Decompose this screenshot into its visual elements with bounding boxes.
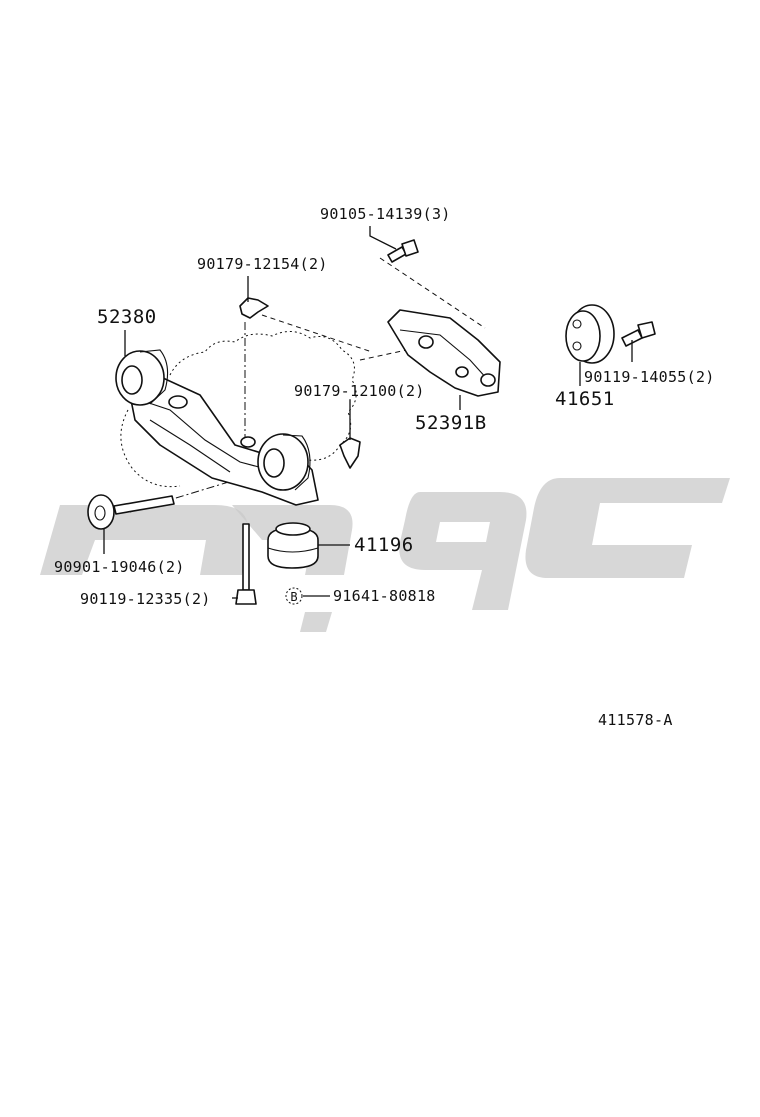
bracket-part [387, 309, 501, 397]
right-bushing-hole [263, 448, 285, 478]
label-part-p5: 52391B [415, 412, 487, 434]
mount-band [267, 547, 319, 553]
label-part-p3: 52380 [97, 306, 157, 328]
engine-outline-lower [120, 409, 181, 488]
watermark-shape-3 [399, 492, 527, 610]
label-part-p2: 90179-12154(2) [197, 255, 328, 273]
assembly-line-2 [261, 314, 373, 353]
damper-hole-1 [572, 319, 582, 329]
bolt-90901-center [94, 505, 106, 521]
left-bushing-sleeve [139, 349, 169, 405]
bolt-90901-shank [113, 495, 175, 515]
bolt-90119-14055-head [637, 321, 656, 339]
damper-face [565, 310, 601, 362]
left-bushing-hole [121, 365, 143, 395]
bolt-90119-12335-shank [242, 523, 250, 591]
marker-letter: B [290, 590, 297, 604]
assembly-line-4 [359, 344, 431, 361]
watermark-shape-4 [525, 478, 730, 578]
bolt-90119-12335 [235, 523, 257, 605]
nut-90179-12154 [239, 297, 269, 319]
crossmember-stud-2 [240, 436, 256, 448]
damper-hole-2 [572, 341, 582, 351]
bracket-rib [399, 329, 489, 381]
label-part-p9: 90901-19046(2) [54, 558, 185, 576]
nut-90179-12100 [339, 437, 361, 469]
assembly-line-1 [379, 257, 486, 329]
bolt-90901-washer [87, 494, 115, 530]
crossmember-rib [149, 419, 231, 473]
mount-top [275, 522, 311, 536]
watermark-dot [300, 612, 332, 632]
label-part-p7: 41651 [555, 388, 615, 410]
bolt-90105-head [401, 239, 419, 257]
bolt-90119-14055 [621, 321, 656, 347]
mount-41196 [267, 522, 319, 569]
label-part-p10: 90119-12335(2) [80, 590, 211, 608]
bracket-hole-3 [480, 373, 496, 387]
label-part-p11-number: 91641-80818 [333, 587, 436, 605]
right-bushing-sleeve [282, 434, 311, 491]
label-part-p4: 90179-12100(2) [294, 382, 425, 400]
label-part-p6: 90119-14055(2) [584, 368, 715, 386]
label-part-p8: 41196 [354, 534, 414, 556]
bolt-90105 [387, 239, 419, 263]
bracket-hole-2 [455, 366, 469, 378]
reference-code: 411578-A [598, 711, 673, 729]
bolt-90119-12335-head [235, 589, 257, 605]
bolt-90901 [87, 494, 175, 530]
marker-circle [285, 587, 303, 605]
bracket-hole-1 [418, 335, 434, 349]
leader-p1 [369, 226, 397, 250]
damper-41651 [565, 304, 615, 364]
label-part-p11: B 91641-80818 [285, 587, 436, 605]
crossmember-part [115, 349, 319, 506]
crossmember-stud [168, 395, 188, 409]
label-part-p1: 90105-14139(3) [320, 205, 451, 223]
crossmember-edge [139, 399, 271, 471]
